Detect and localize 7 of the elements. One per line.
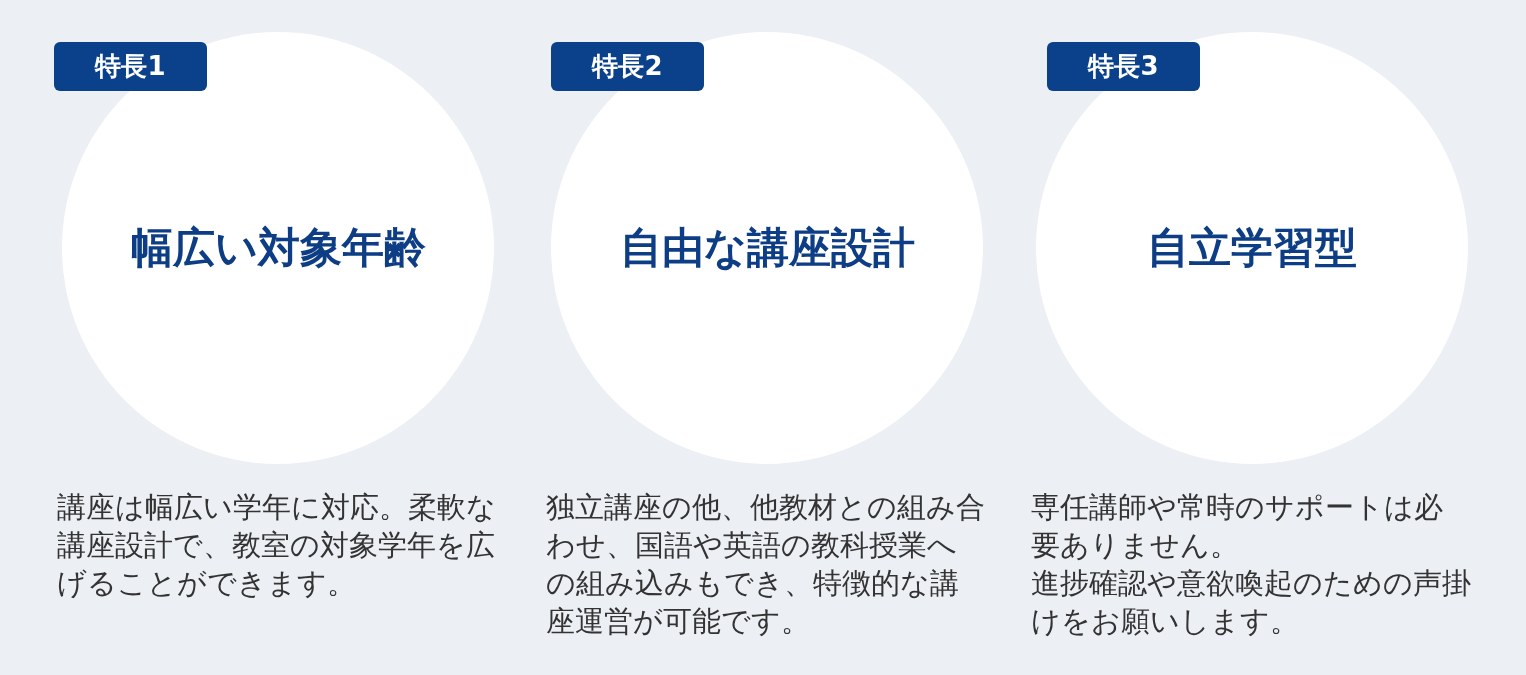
feature-title: 幅広い対象年齢 (130, 222, 426, 274)
feature-title: 自由な講座設計 (619, 222, 915, 274)
description-text: 講座は幅広い学年に対応。柔軟な講座設計で、教室の対象学年を広げることができます。 (57, 489, 497, 602)
description-text: 独立講座の他、他教材との組み合わせ、国語や英語の教科授業への組み込みもでき、特徴的な講座運営が可能です。 (546, 489, 986, 640)
description-text: 専任講師や常時のサポートは必要ありません。 (1031, 489, 1444, 564)
feature-title: 自立学習型 (1147, 222, 1357, 274)
description-text: 進捗確認や意欲喚起のための声掛けをお願いします。 (1031, 565, 1471, 640)
